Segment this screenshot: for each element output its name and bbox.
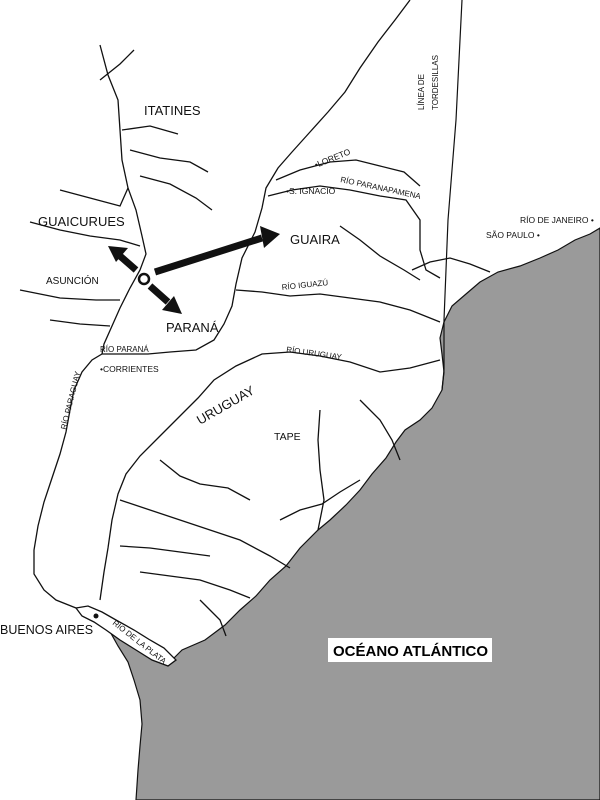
arrow-to-parana-shaft bbox=[147, 283, 171, 305]
western-tributary-3 bbox=[49, 319, 111, 327]
label-guaicurues: GUAICURUES bbox=[38, 214, 125, 229]
ocean-label-box bbox=[328, 638, 492, 662]
label-tordesillas-1: LÍNEA DE bbox=[417, 74, 426, 110]
arrow-to-guaira-shaft bbox=[153, 234, 264, 276]
arrow-to-parana-head bbox=[162, 296, 182, 314]
iguazu-river-line bbox=[235, 289, 441, 323]
label-corrientes: •CORRIENTES bbox=[100, 364, 159, 374]
northern-tributary-2 bbox=[139, 175, 213, 211]
paranapanema-river-line bbox=[267, 185, 441, 279]
label-itatines: ITATINES bbox=[144, 103, 201, 118]
parana-river-line bbox=[33, 0, 411, 609]
rio-de-la-plata-estuary bbox=[74, 605, 177, 667]
northern-river-line bbox=[275, 159, 421, 187]
label-oceano-atlantico: OCÉANO ATLÁNTICO bbox=[333, 643, 488, 660]
uruguay-river-line bbox=[99, 351, 441, 601]
rivers-group bbox=[19, 0, 491, 637]
label-tape: TAPE bbox=[274, 431, 301, 443]
label-parana: PARANÁ bbox=[166, 320, 219, 335]
southern-tributary-2 bbox=[279, 479, 361, 521]
southern-tributary-7 bbox=[199, 599, 227, 637]
northern-tributary-1 bbox=[129, 149, 209, 173]
label-san-ignacio: •S. IGNACIO bbox=[286, 186, 336, 196]
coastal-river-line bbox=[411, 257, 491, 273]
paraguay-river-line bbox=[99, 44, 147, 355]
arrow-to-guaicurues-head bbox=[108, 246, 128, 262]
label-tordesillas-2: TORDESILLAS bbox=[431, 55, 440, 110]
guaira-tributary bbox=[339, 225, 421, 281]
expansion-arrows bbox=[108, 226, 280, 314]
southern-tributary-1 bbox=[317, 409, 325, 531]
southern-tributary-4 bbox=[139, 571, 251, 599]
label-sao-paulo: SÃO PAULO • bbox=[486, 230, 540, 240]
tordesillas-line bbox=[441, 0, 463, 391]
western-tributary-2 bbox=[59, 187, 129, 207]
buenos-aires-marker bbox=[93, 613, 99, 619]
asuncion-marker bbox=[137, 272, 151, 286]
southern-tributary-5 bbox=[119, 545, 211, 557]
label-buenos-aires: BUENOS AIRES bbox=[0, 623, 93, 637]
arrow-to-guaira-head bbox=[260, 226, 280, 248]
southern-tributary-6 bbox=[159, 459, 251, 501]
northern-tributary-4 bbox=[99, 49, 135, 81]
western-tributary-1 bbox=[29, 221, 141, 247]
southern-tributary-8 bbox=[359, 399, 401, 461]
arrow-to-guaicurues-shaft bbox=[117, 253, 139, 273]
label-rio-de-janeiro: RÍO DE JANEIRO • bbox=[520, 215, 594, 225]
label-asuncion: ASUNCIÓN bbox=[46, 274, 99, 287]
western-tributary-4 bbox=[19, 289, 120, 301]
label-rio-parana: RÍO PARANÁ bbox=[100, 345, 149, 354]
northern-tributary-3 bbox=[121, 125, 179, 135]
label-guaira: GUAIRA bbox=[290, 232, 340, 247]
southern-tributary-3 bbox=[119, 499, 291, 569]
